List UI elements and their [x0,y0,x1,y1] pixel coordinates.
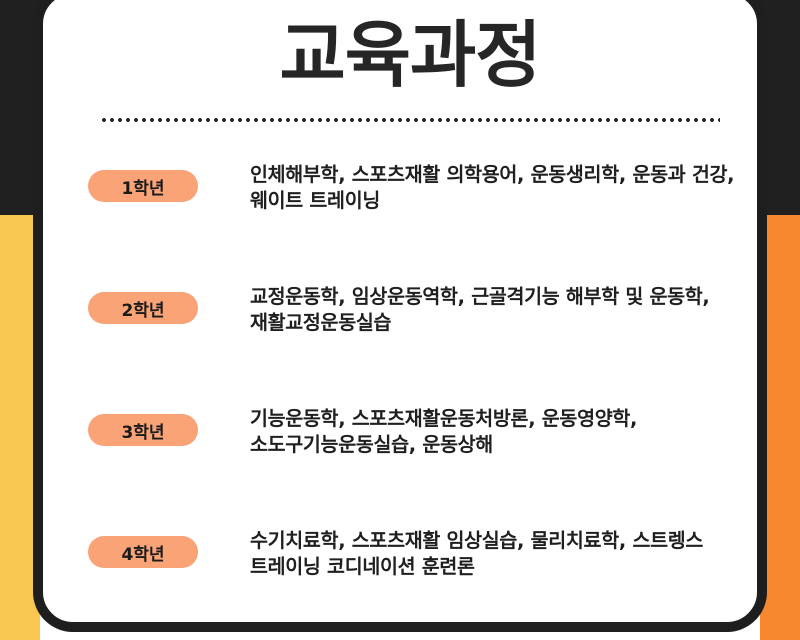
course-list-1: 인체해부학, 스포츠재활 의학용어, 운동생리학, 운동과 건강, 웨이트 트레… [250,163,735,212]
year-badge-1: 1학년 [88,170,198,202]
card-inner: 교육과정 1학년 인체해부학, 스포츠재활 의학용어, 운동생리학, 운동과 건… [43,0,757,622]
year-badge-4: 4학년 [88,536,198,568]
table-row: 1학년 인체해부학, 스포츠재활 의학용어, 운동생리학, 운동과 건강, 웨이… [43,156,777,278]
table-row: 3학년 기능운동학, 스포츠재활운동처방론, 운동영양학, 소도구기능운동실습,… [43,400,777,522]
course-list-3: 기능운동학, 스포츠재활운동처방론, 운동영양학, 소도구기능운동실습, 운동상… [250,407,638,456]
course-list-4: 수기치료학, 스포츠재활 임상실습, 물리치료학, 스트렝스 트레이닝 코디네이… [250,529,703,578]
table-row: 4학년 수기치료학, 스포츠재활 임상실습, 물리치료학, 스트렝스 트레이닝 … [43,522,777,640]
page-title: 교육과정 [279,13,542,97]
course-list-2: 교정운동학, 임상운동역학, 근골격기능 해부학 및 운동학, 재활교정운동실습 [250,285,710,334]
year-badge-3: 3학년 [88,414,198,446]
dotted-divider [100,118,720,122]
curriculum-rows: 1학년 인체해부학, 스포츠재활 의학용어, 운동생리학, 운동과 건강, 웨이… [43,156,777,640]
content-card: 교육과정 1학년 인체해부학, 스포츠재활 의학용어, 운동생리학, 운동과 건… [33,0,767,632]
year-badge-2: 2학년 [88,292,198,324]
table-row: 2학년 교정운동학, 임상운동역학, 근골격기능 해부학 및 운동학, 재활교정… [43,278,777,400]
